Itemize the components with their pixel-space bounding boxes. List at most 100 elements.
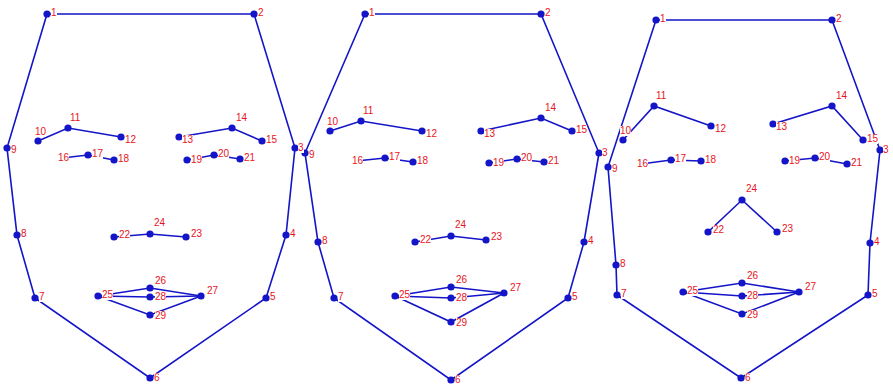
callout-number: 12 <box>715 124 726 134</box>
landmark-dot <box>568 127 575 134</box>
landmark-dot <box>564 294 571 301</box>
callout-number: 12 <box>426 129 437 139</box>
landmark-dot <box>357 117 364 124</box>
landmark-dot <box>94 292 101 299</box>
landmark-dot <box>679 288 686 295</box>
callout-number: 1 <box>51 8 57 18</box>
callout-number: 29 <box>747 310 758 320</box>
landmark-dot <box>650 102 657 109</box>
landmark-dot <box>667 156 674 163</box>
landmark-dot <box>146 311 153 318</box>
landmark-dot <box>447 283 454 290</box>
landmark-dot <box>540 158 547 165</box>
callout-number: 2 <box>545 8 551 18</box>
landmark-dot <box>84 151 91 158</box>
landmark-dot <box>326 127 333 134</box>
callout-number: 4 <box>588 236 594 246</box>
landmark-dot <box>31 294 38 301</box>
landmark-dot <box>580 238 587 245</box>
callout-number: 26 <box>155 276 166 286</box>
landmark-dot <box>612 261 619 268</box>
landmark-line <box>330 121 422 131</box>
landmark-dot <box>236 155 243 162</box>
callout-number: 1 <box>660 14 666 24</box>
landmark-dot <box>34 137 41 144</box>
landmark-dot <box>811 154 818 161</box>
landmark-dot <box>391 292 398 299</box>
callout-number: 18 <box>118 154 129 164</box>
callout-number: 5 <box>872 289 878 299</box>
landmark-line <box>623 106 711 140</box>
landmark-dot <box>447 232 454 239</box>
callout-number: 22 <box>713 225 724 235</box>
callout-number: 24 <box>455 220 466 230</box>
callout-number: 14 <box>836 91 847 101</box>
landmark-dot <box>146 284 153 291</box>
landmark-dot <box>537 10 544 17</box>
callout-number: 16 <box>637 159 648 169</box>
landmark-dot <box>117 133 124 140</box>
callout-number: 8 <box>620 259 626 269</box>
callout-number: 2 <box>836 14 842 24</box>
callout-number: 21 <box>851 158 862 168</box>
callout-number: 12 <box>125 135 136 145</box>
callout-number: 3 <box>602 148 608 158</box>
callout-number: 20 <box>521 153 532 163</box>
face-wireframe <box>3 10 298 381</box>
callout-number: 28 <box>155 292 166 302</box>
callout-number: 7 <box>39 292 45 302</box>
callout-number: 11 <box>70 113 80 123</box>
callout-number: 27 <box>805 282 816 292</box>
callout-number: 25 <box>102 290 113 300</box>
landmark-dot <box>282 231 289 238</box>
landmark-dot <box>866 239 873 246</box>
callout-number: 5 <box>270 292 276 302</box>
callout-number: 9 <box>11 145 17 155</box>
landmark-dot <box>537 114 544 121</box>
callout-number: 10 <box>620 126 631 136</box>
landmark-dot <box>773 228 780 235</box>
callout-number: 21 <box>548 156 559 166</box>
callout-number: 26 <box>456 275 467 285</box>
callout-number: 17 <box>675 154 686 164</box>
landmark-line <box>7 14 295 378</box>
callout-number: 2 <box>258 8 264 18</box>
callout-number: 7 <box>621 289 627 299</box>
face-wireframe <box>301 10 602 383</box>
landmark-dot <box>197 292 204 299</box>
callout-number: 9 <box>309 150 315 160</box>
landmark-dot <box>110 233 117 240</box>
landmark-dot <box>182 233 189 240</box>
callout-number: 23 <box>782 224 793 234</box>
callout-number: 24 <box>154 218 165 228</box>
landmark-dot <box>262 294 269 301</box>
callout-number: 15 <box>576 125 587 135</box>
callout-number: 14 <box>545 103 556 113</box>
landmark-line <box>608 20 880 378</box>
callout-number: 28 <box>456 293 467 303</box>
callout-number: 7 <box>338 292 344 302</box>
callout-number: 20 <box>819 152 830 162</box>
callout-number: 17 <box>92 149 103 159</box>
callout-number: 18 <box>705 155 716 165</box>
landmark-dot <box>619 136 626 143</box>
landmark-dot <box>795 288 802 295</box>
landmark-dot <box>828 16 835 23</box>
landmark-dot <box>485 159 492 166</box>
landmark-dot <box>183 156 190 163</box>
landmark-dot <box>146 230 153 237</box>
landmark-dot <box>738 310 745 317</box>
landmark-dot <box>146 374 153 381</box>
callout-number: 6 <box>455 375 461 385</box>
callout-number: 8 <box>322 236 328 246</box>
callout-number: 1 <box>369 8 375 18</box>
callout-number: 19 <box>191 155 202 165</box>
landmark-dot <box>228 124 235 131</box>
callout-number: 11 <box>363 106 373 116</box>
landmark-dot <box>110 156 117 163</box>
landmark-dot <box>210 151 217 158</box>
landmark-dot <box>13 231 20 238</box>
callout-number: 4 <box>874 237 880 247</box>
callout-number: 23 <box>491 232 502 242</box>
landmark-dot <box>330 294 337 301</box>
